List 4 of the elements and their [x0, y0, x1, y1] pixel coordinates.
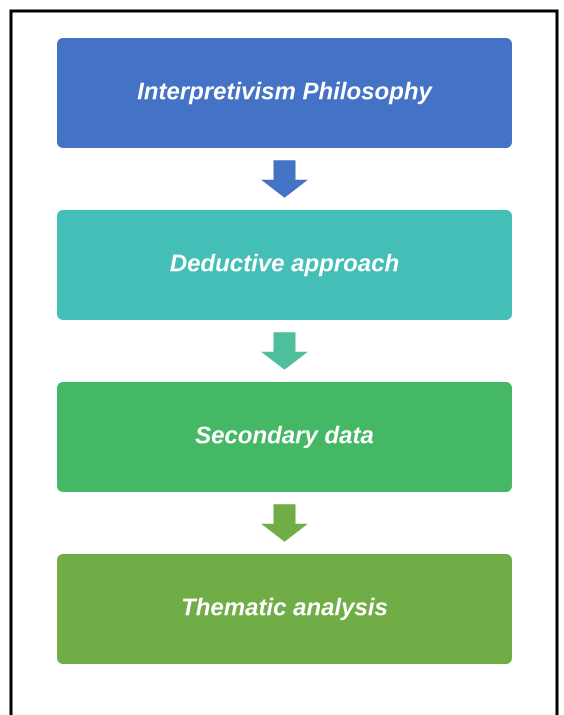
process-box: Deductive approach — [57, 210, 512, 320]
process-box: Interpretivism Philosophy — [57, 38, 512, 148]
process-box: Thematic analysis — [57, 554, 512, 664]
process-box: Secondary data — [57, 382, 512, 492]
